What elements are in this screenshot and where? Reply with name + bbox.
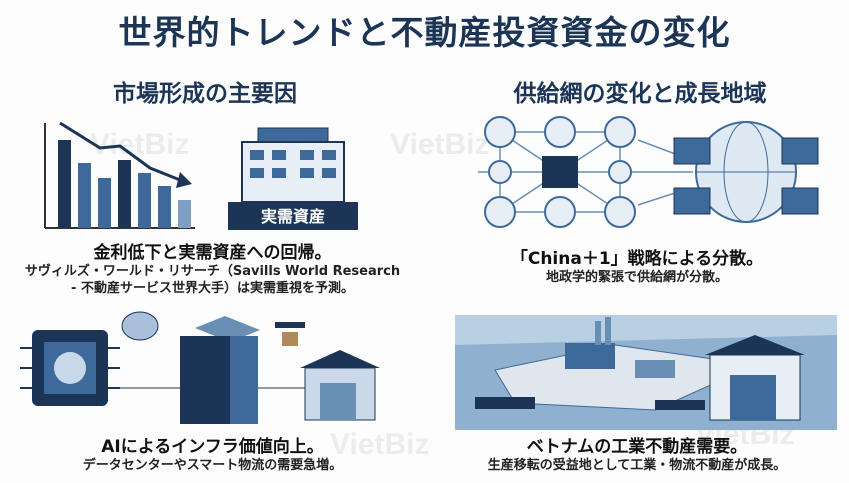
page-title: 世界的トレンドと不動産投資資金の変化 [118, 13, 731, 52]
caption-china-plus-one: 「China＋1」戦略による分散。 地政学的緊張で供給網が分散。 [425, 244, 849, 286]
caption-heading: 「China＋1」戦略による分散。 [510, 249, 764, 269]
section-title-left: 市場形成の主要因 [113, 81, 297, 107]
vietnam-industrial-port-illustration [455, 315, 837, 430]
caption-line: 地政学的緊張で供給網が分散。 [545, 270, 728, 285]
caption-line: サヴィルズ・ワールド・リサーチ（Savills World Research [24, 264, 401, 279]
caption-vietnam-industrial: ベトナムの工業不動産需要。 生産移転の受益地として工業・物流不動産が成長。 [425, 432, 849, 474]
caption-line: データセンターやスマート物流の需要急増。 [82, 458, 343, 473]
watermark: VietBiz [90, 128, 190, 161]
building-label: 実需資産 [261, 207, 325, 226]
watermark: VietBiz [330, 428, 430, 461]
real-asset-building-illustration: 実需資産 [228, 127, 358, 230]
supply-chain-network-illustration [478, 116, 819, 228]
caption-heading: AIによるインフラ価値向上。 [101, 437, 324, 457]
caption-heading: ベトナムの工業不動産需要。 [526, 437, 748, 457]
caption-interest-rates: 金利低下と実需資産への回帰。 サヴィルズ・ワールド・リサーチ（Savills W… [0, 238, 425, 297]
section-title-right: 供給網の変化と成長地域 [513, 81, 767, 107]
declining-bar-chart-illustration [44, 121, 195, 229]
caption-heading: 金利低下と実需資産への回帰。 [93, 243, 332, 263]
ai-infrastructure-illustration [20, 311, 380, 424]
watermark: VietBiz [390, 128, 490, 161]
caption-line: - 不動産サービス世界大手）は実需重視を予測。 [71, 281, 354, 296]
caption-ai-infrastructure: AIによるインフラ価値向上。 データセンターやスマート物流の需要急増。 [0, 432, 425, 474]
caption-line: 生産移転の受益地として工業・物流不動産が成長。 [487, 458, 787, 473]
